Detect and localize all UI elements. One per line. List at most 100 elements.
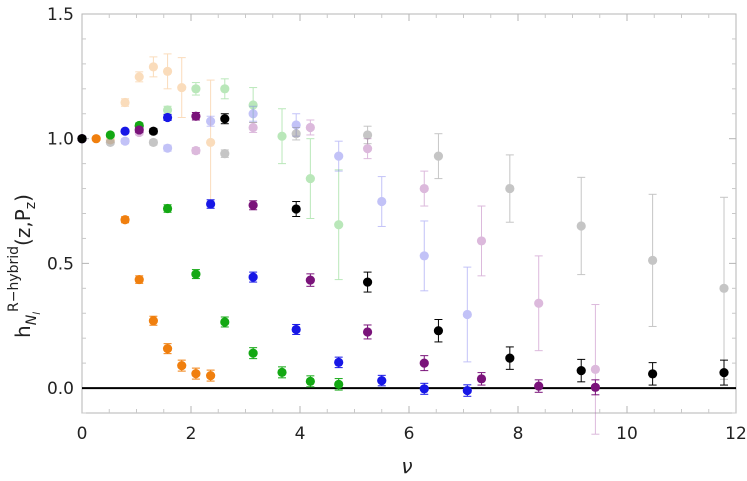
data-point: [277, 367, 287, 377]
x-tick-label: 0: [77, 424, 88, 444]
data-point: [305, 376, 315, 386]
data-point: [148, 316, 158, 326]
data-point: [576, 221, 586, 231]
data-point: [648, 369, 658, 379]
data-point: [162, 112, 173, 123]
data-point: [433, 151, 444, 161]
data-point: [377, 375, 387, 386]
data-point: [648, 255, 658, 265]
x-axis-title: ν: [401, 454, 412, 478]
x-tick-label: 12: [725, 424, 747, 444]
data-point: [105, 137, 115, 148]
data-point: [719, 368, 729, 378]
x-tick-label: 10: [616, 424, 638, 444]
data-point: [148, 62, 158, 72]
data-point: [291, 129, 301, 139]
data-point: [291, 324, 301, 335]
data-point: [248, 100, 258, 110]
data-series: [105, 125, 729, 380]
data-point: [120, 97, 130, 108]
data-point: [162, 143, 173, 153]
data-point: [305, 122, 315, 133]
data-point: [362, 130, 373, 140]
y-axis-title-argsub: z: [23, 202, 39, 209]
data-point: [177, 361, 187, 371]
data-series: [105, 53, 216, 206]
data-point: [148, 137, 158, 148]
data-point: [334, 220, 344, 230]
data-point: [462, 309, 472, 320]
data-point: [576, 366, 586, 376]
data-point: [206, 370, 216, 381]
data-point: [120, 136, 130, 146]
data-point: [505, 353, 515, 363]
data-point: [220, 84, 230, 94]
ticks: [81, 13, 737, 414]
data-point: [277, 131, 287, 141]
y-axis-title-sub: N: [24, 314, 40, 325]
data-point: [291, 120, 301, 130]
data-point: [248, 109, 258, 119]
data-point: [162, 344, 173, 354]
data-point: [476, 236, 487, 246]
data-point: [305, 275, 315, 285]
data-point: [719, 283, 729, 293]
data-point: [362, 327, 373, 337]
data-point: [362, 277, 373, 287]
data-point: [291, 204, 301, 214]
data-point: [534, 298, 544, 308]
y-tick-label: 0.5: [47, 254, 74, 274]
data-point: [419, 358, 429, 368]
data-point: [91, 134, 101, 144]
data-point: [120, 215, 130, 225]
data-point: [206, 199, 216, 209]
data-point: [334, 379, 344, 389]
y-axis-title: hNlR−hybrid(z,Pz): [6, 194, 43, 338]
data-point: [191, 146, 201, 156]
data-point: [162, 105, 173, 115]
y-tick-label: 0.0: [47, 379, 74, 399]
data-point: [134, 125, 144, 135]
data-point: [505, 183, 515, 194]
data-point: [206, 137, 216, 148]
data-point: [134, 274, 144, 285]
data-point: [305, 173, 315, 184]
data-point: [191, 368, 201, 379]
data-point: [462, 385, 472, 396]
y-axis-title-sup: R−hybrid: [6, 246, 22, 312]
data-point: [120, 126, 130, 136]
data-series: [77, 113, 729, 386]
y-axis-title-base: h: [11, 325, 35, 338]
y-axis-title-args: (z,P: [11, 209, 35, 246]
data-point: [248, 272, 258, 282]
data-point: [362, 144, 373, 154]
y-tick-label: 1.5: [47, 5, 74, 25]
x-tick-label: 6: [404, 424, 415, 444]
data-point: [134, 72, 144, 82]
data-series: [77, 134, 216, 382]
data-point: [206, 116, 216, 126]
data-point: [191, 111, 201, 121]
data-point: [419, 384, 429, 394]
data-point: [590, 382, 600, 392]
data-point: [248, 200, 258, 210]
data-series: [120, 105, 472, 363]
y-tick-label: 1.0: [47, 130, 74, 150]
data-point: [433, 326, 444, 336]
data-point: [105, 130, 115, 140]
data-point: [590, 364, 600, 374]
data-point: [220, 317, 230, 327]
x-tick-label: 8: [513, 424, 524, 444]
data-point: [248, 122, 258, 133]
y-axis-title-subsub: l: [32, 312, 43, 315]
data-series: [77, 111, 600, 396]
data-point: [191, 269, 201, 279]
data-point: [162, 66, 173, 76]
data-point: [419, 183, 429, 194]
data-point: [377, 196, 387, 207]
data-point: [334, 151, 344, 161]
data-point: [220, 149, 230, 159]
